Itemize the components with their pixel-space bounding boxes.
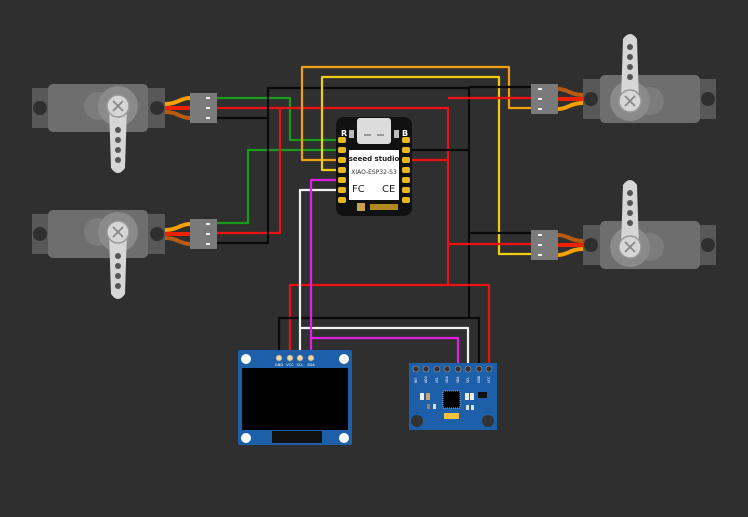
- oled-pin-sda: SDA: [307, 363, 315, 367]
- servo-motor-icon[interactable]: [529, 178, 718, 271]
- mpu-pin-xcl: XCL: [435, 377, 439, 383]
- mpu-pin-ad0: AD0: [424, 376, 428, 383]
- oled-screen: [242, 368, 348, 430]
- boot-label: B: [402, 129, 408, 138]
- boot-button[interactable]: [394, 130, 399, 138]
- mpu-pin-sda: SDA: [456, 376, 460, 383]
- wire-servo4-signal[interactable]: [320, 75, 532, 256]
- wire-servo2-power[interactable]: [217, 108, 282, 235]
- wire-sda[interactable]: [309, 178, 460, 368]
- xiao-esp32-s3-board[interactable]: R B seeed studio XIAO-ESP32-S3 FC CE: [336, 117, 412, 216]
- wires: [217, 65, 532, 368]
- mpu-pin-int: INT: [414, 378, 418, 383]
- wire-servo2-ground[interactable]: [217, 86, 471, 318]
- servo-motor-icon[interactable]: [529, 32, 718, 125]
- wire-servo3-signal[interactable]: [300, 65, 532, 162]
- wire-servo1-signal[interactable]: [217, 96, 342, 142]
- wire-scl[interactable]: [298, 188, 470, 368]
- servo-motor-icon[interactable]: [30, 82, 219, 175]
- brand-label: seeed studio: [349, 155, 400, 163]
- imu-chip: [442, 390, 461, 409]
- mpu-pin-scl: SCL: [466, 377, 470, 383]
- mpu-pin-gnd: GND: [477, 375, 481, 383]
- usb-c-port: [357, 118, 391, 144]
- wire-ground-bus[interactable]: [277, 316, 481, 368]
- mpu-pin-xda: XDA: [445, 375, 449, 383]
- antenna-connector: [357, 203, 365, 211]
- wire-power-bus[interactable]: [288, 283, 491, 368]
- reset-label: R: [341, 129, 347, 138]
- servo-motor-icon[interactable]: [30, 208, 219, 301]
- mpu6050-module[interactable]: INT AD0 XCL XDA SDA SCL GND VCC: [409, 363, 497, 430]
- wire-servo1-power[interactable]: [217, 106, 450, 285]
- oled-pin-scl: SCL: [297, 363, 304, 367]
- oled-display[interactable]: GND VCC SCL SDA: [238, 350, 352, 445]
- wire-servo2-signal[interactable]: [217, 148, 342, 225]
- reset-button[interactable]: [349, 130, 354, 138]
- oled-pin-gnd: GND: [275, 363, 283, 367]
- fc-mark: FC: [352, 184, 365, 195]
- mpu-pin-vcc: VCC: [487, 376, 491, 383]
- mcu-pins: [338, 137, 410, 203]
- model-label: XIAO-ESP32-S3: [351, 169, 397, 176]
- ce-mark: CE: [382, 184, 395, 195]
- oled-pin-vcc: VCC: [286, 363, 294, 367]
